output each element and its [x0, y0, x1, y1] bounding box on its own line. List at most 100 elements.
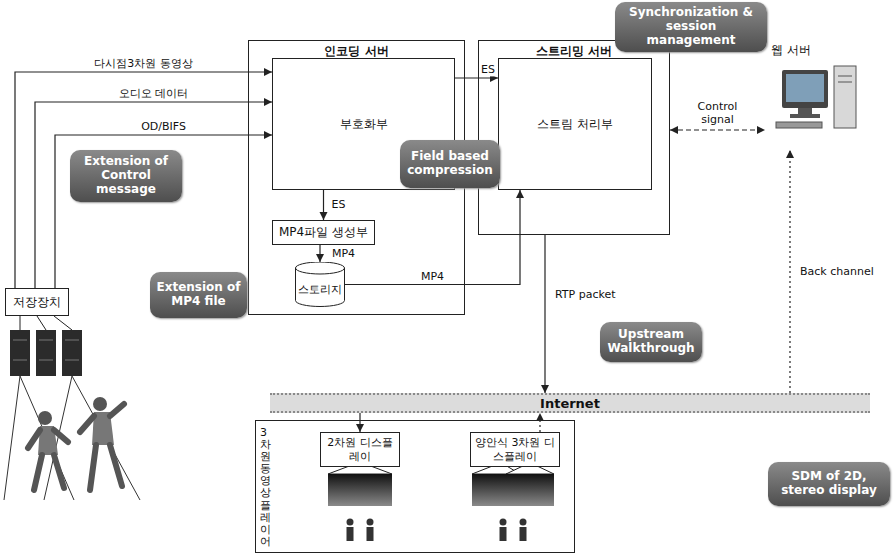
edge-label: OD/BIFS — [139, 120, 188, 133]
player-figure — [38, 411, 52, 425]
node-label: 인코딩 서버 — [249, 43, 464, 60]
display-box: 양안식 3차원 디스플레이 — [470, 432, 560, 467]
viewer-figure — [500, 527, 507, 541]
node-label: 스토리지 — [298, 282, 342, 297]
player-figure — [28, 397, 124, 490]
callout-text: Extension of Control message — [76, 155, 176, 196]
connector — [359, 413, 360, 432]
server-group: 스트리밍 서버스트림 처리부 — [478, 40, 670, 235]
process-box: 스트림 처리부 — [498, 58, 652, 190]
player-figure — [54, 430, 68, 442]
viewer-figure — [367, 527, 374, 541]
edge-label: MP4 — [330, 247, 357, 260]
viewer-figure — [347, 527, 354, 541]
player-box: 3차원 동영상 플레이어 2차원 디스플레이 양안식 3차원 디스플레이 — [255, 420, 575, 553]
computer-icon — [782, 70, 828, 108]
node-label: 저장장치 — [13, 294, 61, 311]
camera-symbol — [39, 360, 53, 361]
camera-symbol — [65, 360, 79, 361]
player-figure — [80, 416, 94, 432]
camera-symbol — [39, 340, 53, 341]
callout-bubble: Field based compression — [400, 140, 500, 188]
viewer-figure — [520, 519, 527, 526]
camera-symbol — [36, 330, 56, 376]
viewer-figure — [500, 519, 507, 526]
viewer-figure — [367, 519, 374, 526]
callout-text: SDM of 2D, stereo display — [774, 470, 884, 498]
computer-icon — [776, 122, 822, 128]
connector — [15, 72, 272, 288]
edge-label: Back channel — [798, 265, 876, 278]
display-screen — [328, 474, 554, 506]
connector — [323, 190, 324, 220]
camera-view-line — [4, 376, 20, 500]
computer-icon — [834, 66, 856, 128]
camera-wire — [20, 316, 21, 330]
player-figure — [90, 445, 96, 490]
player-figure — [28, 430, 68, 490]
callout-bubble: Extension of Control message — [70, 150, 182, 202]
computer-icon — [838, 82, 852, 83]
camera-symbol — [13, 360, 27, 361]
callout-bubble: SDM of 2D, stereo display — [768, 462, 890, 506]
node-label: 2차원 디스플레이 — [325, 436, 395, 462]
camera-view-line — [72, 376, 140, 500]
connector — [670, 129, 765, 130]
camera-symbol — [10, 330, 30, 376]
edge-label: Control signal — [681, 100, 755, 126]
player-figure — [110, 404, 124, 416]
display-screen — [328, 474, 392, 506]
display-box: 2차원 디스플레이 — [320, 432, 400, 467]
camera-symbol — [65, 340, 79, 341]
player-figure — [28, 430, 40, 448]
connector — [455, 77, 498, 78]
node-label: 스트리밍 서버 — [479, 43, 669, 60]
node-label: 부호화부 — [340, 116, 388, 133]
camera-wire — [54, 316, 72, 330]
connector — [789, 150, 790, 393]
edge-label: RTP packet — [553, 288, 618, 301]
node-label: 웹 서버 — [765, 40, 890, 61]
computer-icon — [790, 114, 820, 118]
computer-icon — [786, 74, 824, 102]
connector — [539, 413, 540, 432]
computer-icon — [798, 108, 812, 114]
callout-text: Synchronization & session management — [621, 6, 761, 47]
edge-label: ES — [479, 63, 497, 76]
node-label: MP4파일 생성부 — [279, 224, 368, 241]
display-screen — [472, 474, 554, 506]
callout-bubble: Synchronization & session management — [615, 2, 767, 52]
camera-wire — [20, 316, 72, 330]
computer-icon — [838, 76, 852, 77]
callout-text: Extension of MP4 file — [156, 281, 241, 309]
viewer-figure — [347, 519, 527, 542]
node-label: 3차원 동영상 플레이어 — [260, 427, 271, 548]
camera-view-line — [4, 376, 140, 500]
camera-symbol — [10, 330, 82, 376]
callout-text: Field based compression — [406, 150, 494, 178]
player-figure — [54, 455, 64, 488]
edge-label: ES — [330, 198, 348, 211]
viewer-figure — [520, 527, 527, 541]
connector — [544, 235, 545, 393]
process-box: MP4파일 생성부 — [272, 220, 375, 245]
player-figure — [80, 404, 124, 490]
computer-icon — [776, 66, 856, 128]
connector — [35, 102, 272, 288]
edge-label: 오디오 데이터 — [117, 87, 191, 100]
player-figure — [93, 397, 107, 411]
callout-bubble: Extension of MP4 file — [150, 272, 247, 318]
cylinder-outline — [296, 268, 345, 274]
web-server: 웹 서버 — [765, 40, 890, 150]
network-band: Internet — [270, 393, 870, 413]
callout-text: Upstream Walkthrough — [606, 328, 696, 356]
player-figure — [110, 445, 122, 486]
camera-symbol — [62, 330, 82, 376]
storage-cylinder: 스토리지 — [295, 262, 345, 307]
camera-view-line — [20, 376, 74, 500]
camera-symbol — [13, 340, 27, 341]
connector — [319, 245, 320, 262]
node-label: 스트림 처리부 — [537, 116, 613, 133]
camera-wire — [37, 316, 46, 330]
